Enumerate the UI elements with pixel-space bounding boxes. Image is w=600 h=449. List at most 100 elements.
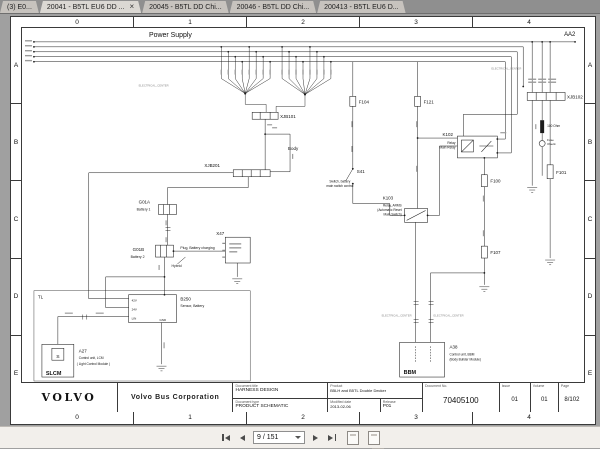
grid-row: A [587,61,593,69]
grid-row: B [11,103,21,180]
grid-row: E [585,334,595,412]
grid-row: E [11,334,21,412]
circuit-wires [57,61,551,365]
grid-row: A [13,61,19,69]
tab-20041[interactable]: 20041 - B5TL EU6 DD ... × [40,1,141,13]
sheet-ref-label: AA2 [564,32,576,38]
switch-s41-desc: main switch control [326,184,353,188]
tl-label: TL [38,295,44,300]
viewer-toolbar: 9 / 151 [0,426,600,449]
grid-ruler-left: A B C D E [11,27,21,412]
fuse-f101-symbol [546,164,554,179]
bbm-a38-desc: Control unit, BBM [449,353,474,357]
grid-col: 3 [359,412,472,424]
issue-value: 01 [511,397,519,403]
connector-xjb201-symbol [232,169,271,178]
title-block: VOLVO Volvo Bus Corporation Document tit… [21,382,585,412]
company-name: Volvo Bus Corporation [116,383,233,412]
grid-col: 2 [246,412,359,424]
grid-ruler-right: A B C D E [585,27,595,412]
previous-page-button[interactable] [238,433,247,443]
tab-20046[interactable]: 20046 - B5TL DD Chi... [230,1,317,13]
tab-e0[interactable]: (3) E0... [0,1,39,13]
fuse-f104-label: F104 [359,99,370,104]
grid-col: 1 [133,412,246,424]
tab-200413[interactable]: 200413 - B5TL EU6 D... [317,1,405,13]
relay-k102-symbol [457,135,498,159]
fuse-check-label: Check [547,142,556,146]
tl-boundary-box [33,290,251,382]
bbm-a38-desc: (Body Builder Module) [449,358,480,362]
pin-lin-label: LIN [132,317,137,321]
plug-x47-symbol [222,236,251,264]
release: Release P01 [379,399,422,412]
pin-gnd-label: GND [160,318,167,322]
relay-k103-desc: Relay, ARMS [383,203,402,207]
grid-col: 0 [75,19,79,26]
page-number-input[interactable]: 9 / 151 [253,431,305,444]
battery-g01b-desc: Battery 2 [131,255,145,259]
document-title: Document title HARNESS DESIGN [233,383,327,398]
facing-pages-view-icon[interactable] [368,430,384,449]
hybrid-label: Hybrid [171,264,181,268]
page-dropdown-arrow-icon[interactable] [295,436,301,439]
sensor-b250-desc: Sensor, Battery [180,304,204,308]
volume-cell: Volume 01 [529,383,558,412]
plug-x47-label: X47 [216,231,224,236]
relay-k102-desc: Main Relay [440,145,456,149]
junction-dots [33,40,576,296]
relay-k103-desc: Main Switch) [383,212,401,216]
tab-close-icon[interactable]: × [129,2,135,11]
grid-row: D [11,257,21,335]
document-type-label: Document type [235,399,260,404]
document-type: Document type PRODUCT SCHEMATIC [233,397,328,413]
fuse-tap-cluster-wires [221,46,332,113]
volume-value: 01 [540,397,548,403]
tab-label: 20045 - B5TL DD Chi... [149,3,222,11]
lcm-a27-desc: Control unit, LCM [79,356,104,360]
body-label: Body [288,146,299,151]
s-symbol-label: S [56,354,60,360]
ground-symbols [156,187,556,372]
fuse-f101-label: F101 [556,170,567,175]
bbm-a38-box [399,342,445,378]
relay-k102-label: K102 [443,132,454,137]
resistor-100ohm-symbol [540,120,545,134]
relay-k103-symbol [404,208,428,223]
lcm-a27-desc: ( Light Control Module ) [77,362,110,366]
fuse-f121-label: F121 [424,99,435,104]
page-label: Page [560,384,570,388]
battery-sensor-b250-box [128,294,177,323]
tab-bar: (3) E0... 20041 - B5TL EU6 DD ... × 2004… [0,0,600,14]
battery-g01b-symbol [155,244,174,258]
modified-date-label: Modified date [330,400,352,405]
pin-24v-label: 24V [132,308,137,312]
pin-42v-label: 42V [132,299,137,303]
electrical-center-label: ELECTRICAL_CENTER [434,314,464,318]
product: Product B5LH and B5TL Double Decker [328,383,422,398]
page-cell: Page 8/102 [557,383,585,412]
single-page-view-icon[interactable] [347,430,359,445]
relay-k103-label: K103 [383,196,394,201]
schematic-area: Power Supply AA2 ELECTRICAL_CENTER ELECT… [21,27,585,382]
sheet-title: Power Supply [149,32,192,39]
product-cell: Product B5LH and B5TL Double Decker Modi… [327,383,422,412]
micro-label-marks [24,40,557,349]
volvo-logo: VOLVO [21,383,117,412]
page-value: 8/102 [564,397,580,403]
last-page-button[interactable] [326,432,338,443]
product-label: Product [330,384,343,388]
first-page-button[interactable] [220,432,232,443]
document-title-label: Document title [235,384,258,388]
release-value: P01 [382,404,392,410]
tab-label: 200413 - B5TL EU6 D... [324,3,399,11]
next-page-button[interactable] [311,433,320,443]
document-title-value: HARNESS DESIGN [235,388,279,393]
tab-20045[interactable]: 20045 - B5TL DD Chi... [142,1,229,13]
grid-col: 3 [359,17,472,27]
schematic-sheet: 0 1 2 3 4 0 1 2 3 4 A B C D E A B C D E [10,16,596,425]
tab-label: (3) E0... [7,3,32,11]
document-number-label: Document No. [424,384,448,388]
page-indicator-text: 9 / 151 [257,434,279,441]
fuse-check-symbol [538,140,546,147]
